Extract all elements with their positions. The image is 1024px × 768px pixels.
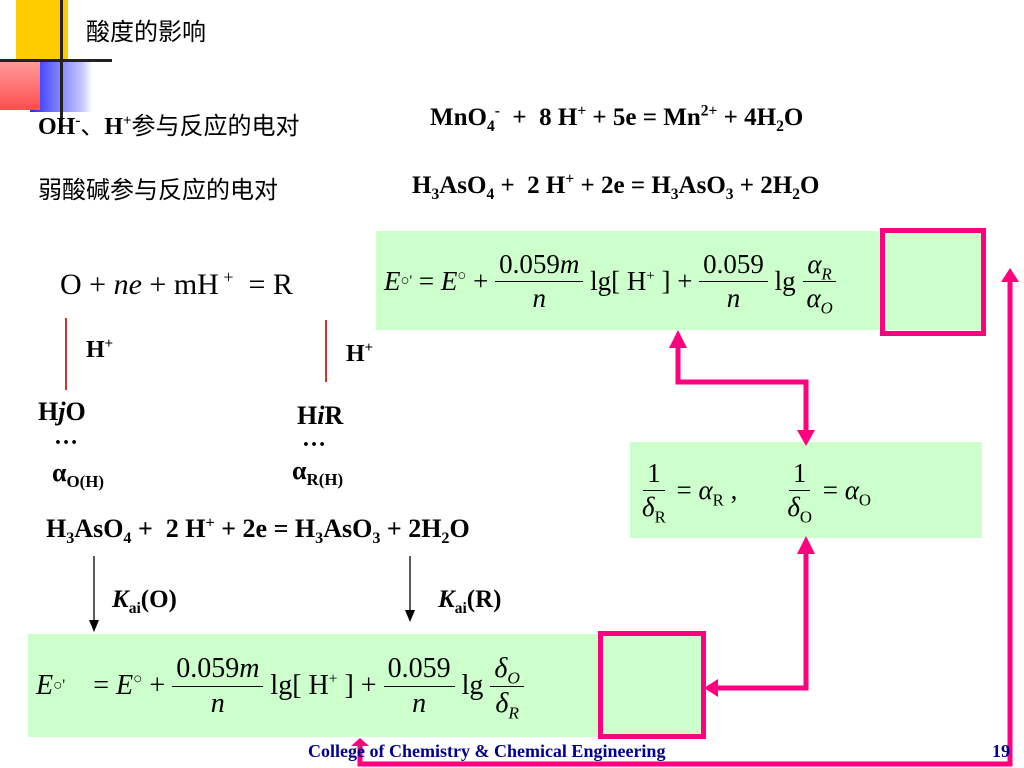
formula-bottom-box: [28, 634, 706, 737]
left-alpha: αO(H): [52, 458, 105, 492]
left-species: HjO: [38, 397, 86, 426]
right-species: HiR: [297, 401, 344, 430]
right-dots: …: [302, 426, 326, 452]
deco-yellow-square: [16, 0, 68, 60]
left-dots: …: [54, 424, 78, 450]
top-ratio-highlight: [880, 228, 986, 336]
arsenic-equation: H3AsO4 + 2 H+ + 2e = H3AsO3 + 2H2O: [46, 514, 470, 548]
line2-equation: H3AsO4 + 2 H+ + 2e = H3AsO3 + 2H2O: [412, 170, 820, 203]
right-branch-line: [325, 320, 327, 382]
right-alpha: αR(H): [292, 456, 344, 490]
left-branch-line: [65, 318, 67, 390]
right-proton: H+: [346, 340, 374, 367]
deco-red-square: [0, 62, 40, 110]
deco-horizontal-line: [0, 59, 112, 62]
line2-label: 弱酸碱参与反应的电对: [38, 176, 278, 204]
page-number: 19: [992, 741, 1010, 761]
ka-reduced: Kai(R): [438, 586, 502, 617]
line1-equation: MnO4- + 8 H+ + 5e = Mn2+ + 4H2O: [430, 102, 804, 135]
footer-text: College of Chemistry & Chemical Engineer…: [308, 741, 666, 761]
ka-oxidized: Kai(O): [112, 586, 177, 617]
bottom-ratio-highlight: [598, 631, 706, 739]
slide-title: 酸度的影响: [86, 18, 206, 46]
left-proton: H+: [86, 336, 114, 363]
general-reaction: O + ne + mH + = R: [60, 267, 293, 301]
line1-label: OH-、H+参与反应的电对: [38, 112, 300, 140]
